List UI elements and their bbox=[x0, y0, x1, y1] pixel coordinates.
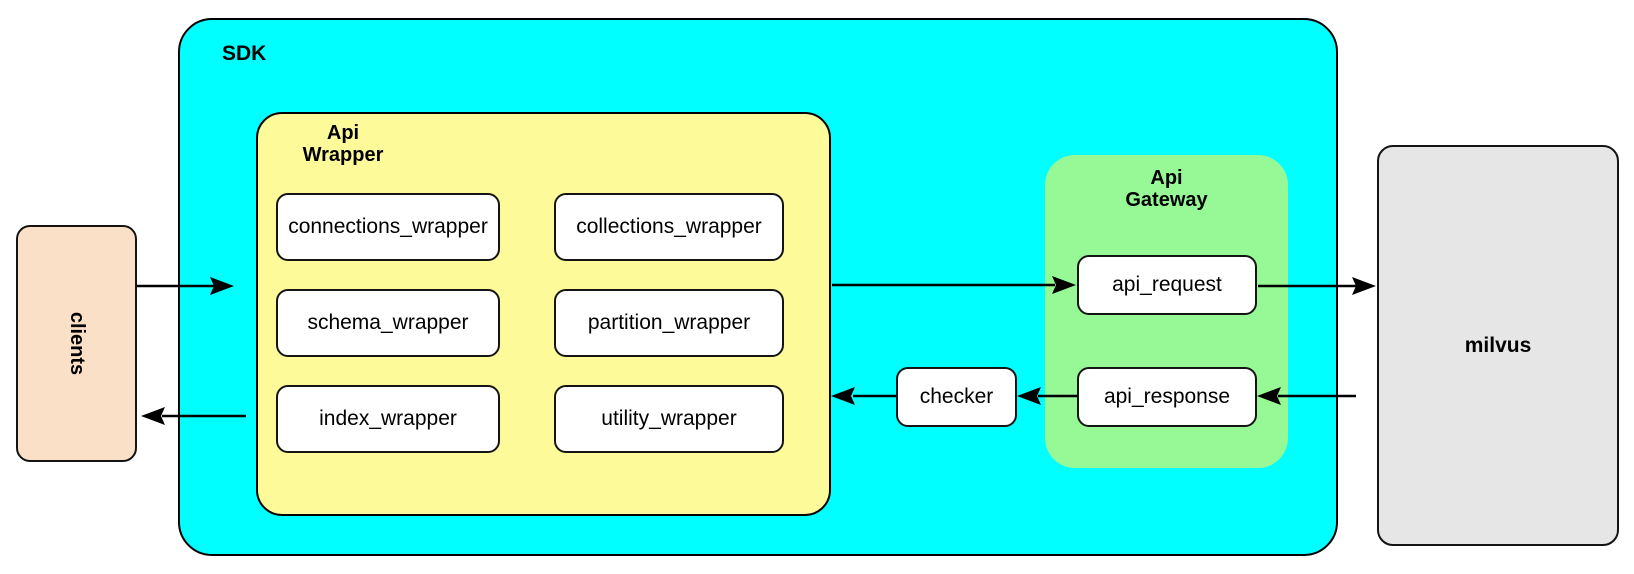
node-schema-wrapper[interactable]: schema_wrapper bbox=[276, 289, 500, 357]
clients-label: clients bbox=[65, 311, 88, 376]
milvus-node[interactable]: milvus bbox=[1377, 145, 1619, 546]
api-wrapper-label: Api Wrapper bbox=[302, 122, 384, 167]
node-partition-wrapper[interactable]: partition_wrapper bbox=[554, 289, 784, 357]
node-label: checker bbox=[919, 385, 994, 408]
node-label: connections_wrapper bbox=[288, 215, 488, 238]
clients-node[interactable]: clients bbox=[16, 225, 137, 462]
node-label: partition_wrapper bbox=[587, 311, 751, 334]
node-label: api_request bbox=[1112, 273, 1222, 296]
node-label: collections_wrapper bbox=[576, 215, 762, 238]
node-index-wrapper[interactable]: index_wrapper bbox=[276, 385, 500, 453]
node-label: api_response bbox=[1103, 385, 1231, 408]
node-label: index_wrapper bbox=[319, 407, 457, 430]
node-api-response[interactable]: api_response bbox=[1077, 367, 1257, 427]
node-collections-wrapper[interactable]: collections_wrapper bbox=[554, 193, 784, 261]
node-utility-wrapper[interactable]: utility_wrapper bbox=[554, 385, 784, 453]
node-checker[interactable]: checker bbox=[896, 367, 1017, 427]
milvus-label: milvus bbox=[1464, 333, 1532, 357]
sdk-label: SDK bbox=[222, 42, 267, 65]
node-connections-wrapper[interactable]: connections_wrapper bbox=[276, 193, 500, 261]
node-label: utility_wrapper bbox=[601, 407, 737, 430]
node-api-request[interactable]: api_request bbox=[1077, 255, 1257, 315]
api-gateway-label: Api Gateway bbox=[1125, 167, 1208, 212]
node-label: schema_wrapper bbox=[307, 311, 469, 334]
